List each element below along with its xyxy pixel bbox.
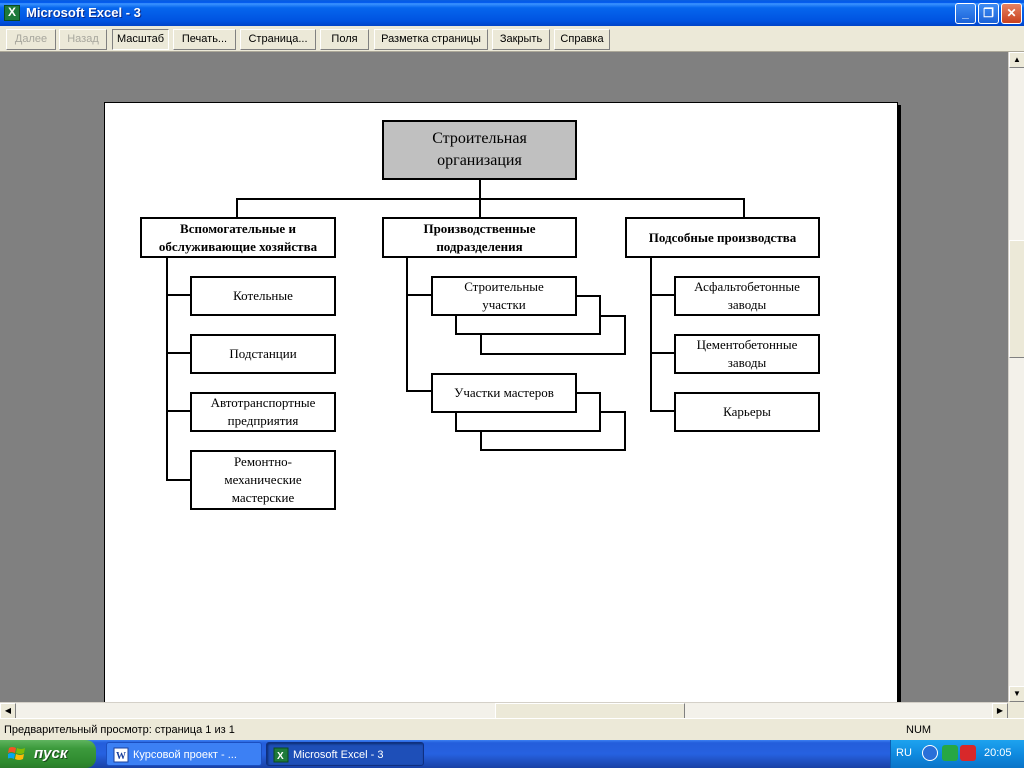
- item-line: Карьеры: [723, 404, 771, 419]
- item-line: предприятия: [227, 413, 299, 428]
- item-line: Автотранспортные: [210, 395, 316, 410]
- windows-logo-icon: [8, 747, 25, 760]
- org-item-quarries: Карьеры: [674, 392, 820, 432]
- word-icon: W: [113, 747, 129, 763]
- connector: [650, 294, 674, 296]
- item-line: заводы: [727, 297, 767, 312]
- org-item-workshops: Ремонтно- механические мастерские: [190, 450, 336, 510]
- page-break-preview-button[interactable]: Разметка страницы: [374, 29, 488, 50]
- connector: [166, 479, 190, 481]
- item-line: Ремонтно-: [234, 454, 292, 469]
- scroll-up-icon[interactable]: ▲: [1009, 52, 1024, 68]
- vertical-scroll-thumb[interactable]: [1009, 240, 1024, 358]
- tray-arrow-icon[interactable]: [922, 745, 938, 761]
- tray-at-icon[interactable]: [942, 745, 958, 761]
- margins-button[interactable]: Поля: [320, 29, 369, 50]
- excel-icon: X: [273, 747, 289, 763]
- org-item-transport: Автотранспортные предприятия: [190, 392, 336, 432]
- item-line: Цементобетонные: [696, 337, 798, 352]
- connector: [650, 410, 674, 412]
- connector: [166, 352, 190, 354]
- prev-button[interactable]: Назад: [59, 29, 107, 50]
- task-label: Microsoft Excel - 3: [293, 749, 384, 761]
- task-excel-window[interactable]: X Microsoft Excel - 3: [266, 742, 424, 766]
- item-line: участки: [482, 297, 526, 312]
- connector: [166, 294, 190, 296]
- connector: [479, 198, 481, 217]
- connector: [650, 258, 652, 412]
- item-line: Асфальтобетонные: [694, 279, 800, 294]
- connector: [743, 198, 745, 217]
- zoom-button[interactable]: Масштаб: [112, 29, 169, 50]
- task-word-document[interactable]: W Курсовой проект - ...: [106, 742, 262, 766]
- horizontal-scrollbar[interactable]: ◀ ▶: [0, 702, 1008, 719]
- org-item-cement-plants: Цементобетонные заводы: [674, 334, 820, 374]
- status-text: Предварительный просмотр: страница 1 из …: [4, 724, 235, 736]
- item-line: мастерские: [231, 490, 295, 505]
- scroll-left-icon[interactable]: ◀: [0, 703, 16, 719]
- clock: 20:05: [984, 747, 1012, 759]
- org-item-construction-sites: Строительные участки: [431, 276, 577, 316]
- connector: [650, 352, 674, 354]
- next-button[interactable]: Далее: [6, 29, 56, 50]
- org-head-subsidiary: Подсобные производства: [625, 217, 820, 258]
- org-head-auxiliary: Вспомогательные и обслуживающие хозяйств…: [140, 217, 336, 258]
- item-line: Котельные: [233, 288, 293, 303]
- connector: [236, 198, 238, 217]
- connector: [236, 198, 745, 200]
- scroll-right-icon[interactable]: ▶: [992, 703, 1008, 719]
- org-item-foreman-sites: Участки мастеров: [431, 373, 577, 413]
- head-line: обслуживающие хозяйства: [158, 238, 318, 254]
- org-item-asphalt-plants: Асфальтобетонные заводы: [674, 276, 820, 316]
- page-setup-button[interactable]: Страница...: [240, 29, 316, 50]
- org-item-boilers: Котельные: [190, 276, 336, 316]
- start-label: пуск: [34, 745, 68, 762]
- connector: [166, 410, 190, 412]
- preview-page[interactable]: Строительная организация Вспомогательные…: [104, 102, 898, 702]
- head-line: Вспомогательные и: [180, 220, 296, 236]
- tray-antivirus-icon[interactable]: [960, 745, 976, 761]
- item-line: Подстанции: [229, 346, 297, 361]
- print-preview-toolbar: Далее Назад Масштаб Печать... Страница..…: [0, 26, 1024, 52]
- maximize-button[interactable]: ❐: [978, 3, 999, 24]
- task-label: Курсовой проект - ...: [133, 749, 237, 761]
- scrollbar-corner: [1008, 702, 1024, 718]
- svg-text:X: X: [277, 751, 284, 762]
- org-head-production: Производственные подразделения: [382, 217, 577, 258]
- root-line-2: организация: [437, 152, 522, 169]
- item-line: заводы: [727, 355, 767, 370]
- help-button[interactable]: Справка: [554, 29, 610, 50]
- title-bar: Microsoft Excel - 3 _ ❐ ✕: [0, 0, 1024, 26]
- close-button[interactable]: ✕: [1001, 3, 1022, 24]
- head-line: Подсобные производства: [648, 229, 797, 245]
- connector: [479, 180, 481, 199]
- start-button[interactable]: пуск: [0, 740, 96, 768]
- window-title: Microsoft Excel - 3: [26, 5, 141, 20]
- connector: [406, 390, 431, 392]
- excel-icon[interactable]: [4, 5, 20, 21]
- num-lock-indicator: NUM: [906, 724, 932, 736]
- item-line: механические: [224, 472, 302, 487]
- print-button[interactable]: Печать...: [173, 29, 236, 50]
- item-line: Строительные: [464, 279, 544, 294]
- org-chart-root: Строительная организация: [382, 120, 577, 180]
- connector: [166, 258, 168, 481]
- scroll-down-icon[interactable]: ▼: [1009, 686, 1024, 702]
- language-indicator[interactable]: RU: [896, 747, 912, 759]
- minimize-button[interactable]: _: [955, 3, 976, 24]
- taskbar: пуск W Курсовой проект - ... X Microsoft…: [0, 740, 1024, 768]
- item-line: Участки мастеров: [454, 385, 554, 400]
- connector: [406, 258, 408, 392]
- org-item-substations: Подстанции: [190, 334, 336, 374]
- head-line: Производственные: [423, 220, 536, 236]
- preview-workspace: Строительная организация Вспомогательные…: [0, 52, 1008, 702]
- connector: [406, 294, 431, 296]
- svg-text:W: W: [116, 751, 126, 762]
- vertical-scrollbar[interactable]: ▲ ▼: [1008, 52, 1024, 702]
- head-line: подразделения: [436, 238, 523, 254]
- close-preview-button[interactable]: Закрыть: [492, 29, 550, 50]
- root-line-1: Строительная: [432, 130, 527, 147]
- horizontal-scroll-thumb[interactable]: [495, 703, 685, 719]
- status-bar: Предварительный просмотр: страница 1 из …: [0, 718, 1024, 740]
